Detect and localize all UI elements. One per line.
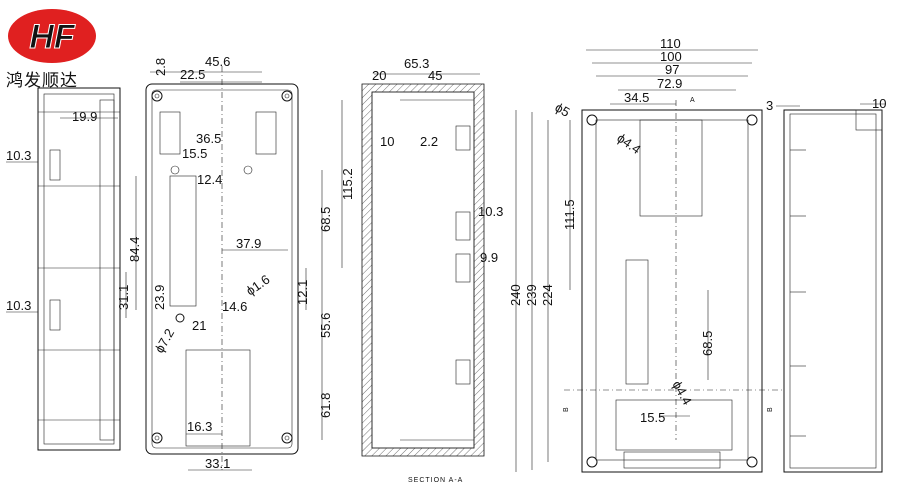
dim-240: 240	[508, 284, 523, 306]
logo-text: HF	[29, 18, 76, 56]
label-b-left: B	[563, 406, 570, 412]
dim-31-1: 31.1	[116, 285, 131, 310]
front-view: 45.6 22.5 2.8 36.5 15.5 12.4 115.2 68.5 …	[116, 54, 355, 471]
dim-10-3-top: 10.3	[6, 148, 31, 163]
back-view: 110 100 97 72.9 ϕ5 34.5 A ϕ4.4 111.5 240…	[508, 36, 784, 473]
dim-65-3: 65.3	[404, 56, 429, 71]
dim-34-5: 34.5	[624, 90, 649, 105]
dim-110: 110	[660, 36, 681, 51]
dim-37-9: 37.9	[236, 236, 261, 251]
dim-21: 21	[192, 318, 206, 333]
dim-14-6: 14.6	[222, 299, 247, 314]
dim-15-5-back: 15.5	[640, 410, 665, 425]
dim-68-5: 68.5	[318, 207, 333, 232]
dim-61-8: 61.8	[318, 393, 333, 418]
dim-12-4: 12.4	[197, 172, 222, 187]
dim-115-2: 115.2	[340, 168, 355, 200]
dim-10-3-bottom: 10.3	[6, 298, 31, 313]
dim-239: 239	[524, 284, 539, 306]
dim-20: 20	[372, 68, 386, 83]
dim-phi-1-6: ϕ1.6	[243, 272, 272, 299]
dim-45: 45	[428, 68, 442, 83]
dim-97: 97	[665, 62, 679, 77]
side-view-right: 3 10	[766, 96, 886, 473]
dim-224: 224	[540, 284, 555, 306]
dim-2-8: 2.8	[153, 58, 168, 76]
dim-100: 100	[660, 49, 682, 64]
brand-name: 鸿发顺达	[6, 71, 78, 91]
dim-22-5: 22.5	[180, 67, 205, 82]
dim-111-5: 111.5	[562, 199, 577, 230]
dim-15-5: 15.5	[182, 146, 207, 161]
dim-36-5: 36.5	[196, 131, 221, 146]
dim-phi-4-4-top: ϕ4.4	[614, 130, 643, 157]
section-view: 65.3 20 45 10 2.2 10.3 9.9 SECTION A-A	[361, 56, 503, 484]
label-b-right: B	[767, 406, 774, 412]
dim-19-9: 19.9	[72, 109, 97, 124]
dim-84-4: 84.4	[127, 237, 142, 262]
dim-2-2: 2.2	[420, 134, 438, 149]
dim-phi-7-2: ϕ7.2	[152, 326, 178, 355]
dim-45-6: 45.6	[205, 54, 230, 69]
dim-10-3: 10.3	[478, 204, 503, 219]
dim-23-9: 23.9	[152, 285, 167, 310]
section-label: SECTION A-A	[408, 477, 463, 484]
label-a: A	[690, 97, 696, 104]
dim-68-5-back: 68.5	[700, 331, 715, 356]
dim-10: 10	[380, 134, 394, 149]
dim-12-1: 12.1	[295, 280, 310, 305]
brand-logo: HF	[8, 9, 96, 63]
dim-phi-4-4-bottom: ϕ4.4	[669, 378, 695, 407]
side-view-left: 19.9 10.3 10.3	[6, 87, 121, 451]
dim-16-3: 16.3	[187, 419, 212, 434]
dim-55-6: 55.6	[318, 313, 333, 338]
dim-phi-5: ϕ5	[553, 100, 573, 120]
dim-3: 3	[766, 98, 773, 113]
dim-72-9: 72.9	[657, 76, 682, 91]
dim-10-right: 10	[872, 96, 886, 111]
dim-9-9: 9.9	[480, 250, 498, 265]
dim-33-1: 33.1	[205, 456, 230, 471]
